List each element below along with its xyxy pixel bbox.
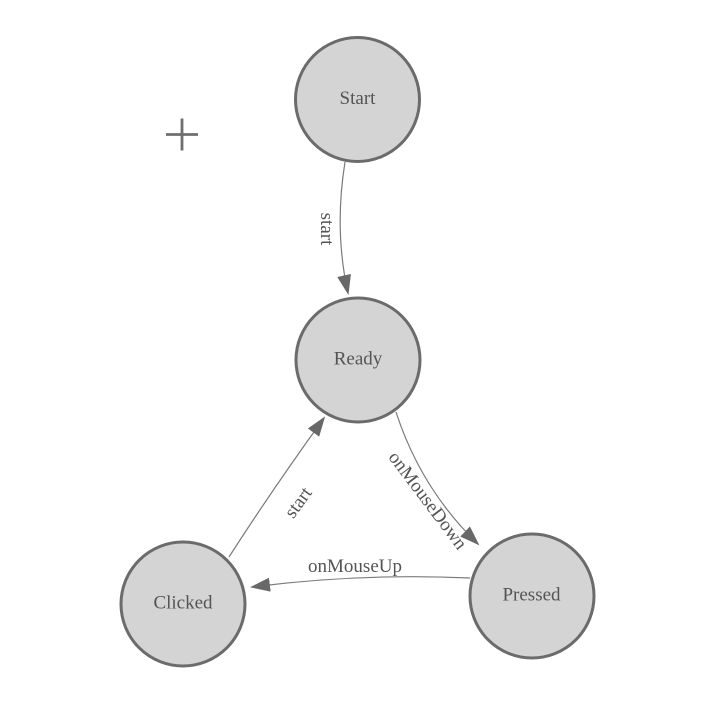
transition-label-onmouseup: onMouseUp xyxy=(308,556,402,577)
transition-clicked-to-ready[interactable] xyxy=(228,416,326,558)
state-node-ready[interactable]: Ready xyxy=(294,296,422,424)
state-circle-start xyxy=(294,36,421,163)
transition-pressed-to-clicked[interactable] xyxy=(250,576,471,592)
transition-label-onmousedown: onMouseDown xyxy=(384,448,472,555)
state-circle-ready xyxy=(294,296,422,424)
transition-label-start-bottom: start xyxy=(280,483,317,522)
state-label-ready: Ready xyxy=(334,349,383,370)
transition-ready-to-pressed[interactable] xyxy=(395,411,480,546)
state-node-start[interactable]: Start xyxy=(294,36,421,163)
crosshair-cursor xyxy=(166,118,198,151)
state-label-pressed: Pressed xyxy=(502,585,561,606)
state-circle-pressed xyxy=(468,532,596,660)
state-label-clicked: Clicked xyxy=(153,593,213,614)
transition-label-start-top: start xyxy=(316,213,337,246)
transition-start-to-ready[interactable] xyxy=(337,161,351,295)
state-node-clicked[interactable]: Clicked xyxy=(119,540,247,668)
state-node-pressed[interactable]: Pressed xyxy=(468,532,596,660)
state-circle-clicked xyxy=(119,540,247,668)
state-label-start: Start xyxy=(340,88,377,109)
